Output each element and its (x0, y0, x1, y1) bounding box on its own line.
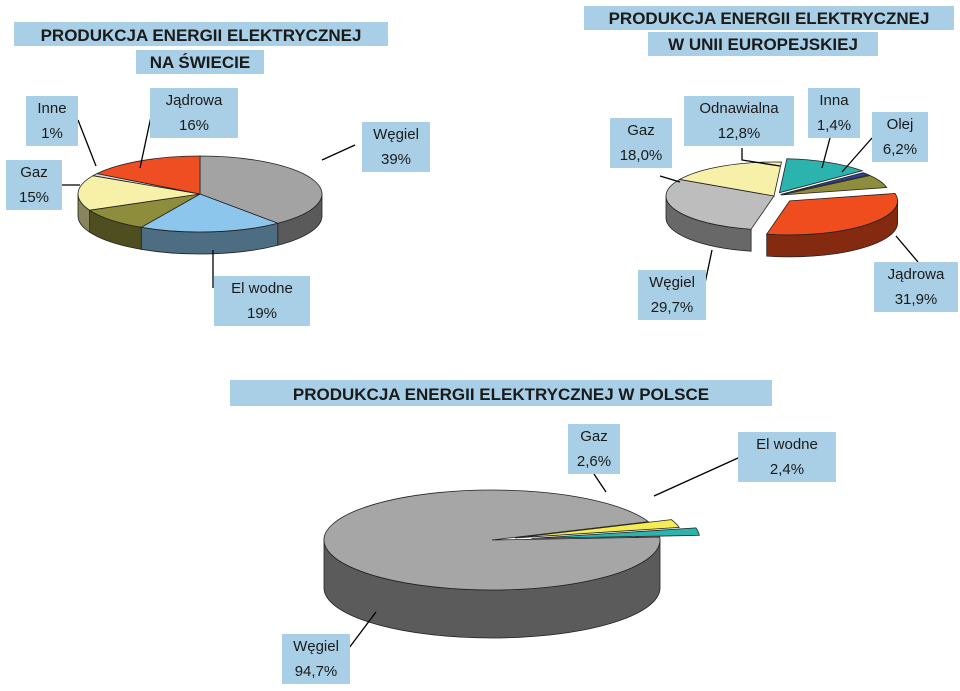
eu-leader-olej (841, 137, 873, 173)
world-label-gaz-name: Gaz (20, 164, 48, 181)
world-label-wegiel-bg (362, 122, 430, 172)
world-subtitle: NA ŚWIECIE (150, 53, 250, 72)
pl-label-elwodne-name: El wodne (756, 436, 818, 453)
chart-eu: PRODUKCJA ENERGII ELEKTRYCZNEJ W UNII EU… (584, 6, 958, 320)
pie-eu-slice-3 (778, 158, 864, 194)
pie-world-slice-1 (140, 193, 280, 233)
pie-eu-slice-5 (781, 175, 888, 196)
pl-label-gaz-bg (568, 424, 620, 474)
pl-label-elwodne-bg (738, 432, 836, 482)
eu-label-inna-value: 1,4% (817, 117, 851, 134)
pl-leader-gaz (593, 473, 607, 493)
eu-label-olej-value: 6,2% (883, 141, 917, 158)
pie-world (77, 155, 323, 255)
pl-title-bg (230, 380, 772, 406)
world-label-inne-name: Inne (37, 100, 66, 117)
pie-eu (665, 158, 899, 258)
eu-label-odnawialna-bg (684, 96, 794, 146)
eu-label-odnawialna-name: Odnawialna (699, 100, 779, 117)
pl-label-gaz-value: 2,6% (577, 453, 611, 470)
world-label-jadrowa-name: Jądrowa (166, 92, 223, 109)
eu-title: PRODUKCJA ENERGII ELEKTRYCZNEJ (609, 9, 930, 28)
pie-pl-slice-1 (514, 519, 680, 539)
pie-poland (323, 489, 700, 639)
world-label-wegiel-value: 39% (381, 151, 411, 168)
eu-label-jadrowa-value: 31,9% (895, 291, 938, 308)
eu-subtitle-bg (648, 32, 878, 56)
pl-leader-elwodne (653, 457, 739, 497)
world-label-wegiel-name: Węgiel (373, 126, 419, 143)
world-label-gaz-value: 15% (19, 189, 49, 206)
eu-label-gaz-bg (610, 118, 672, 168)
eu-label-olej-name: Olej (887, 116, 914, 133)
chart-poland: PRODUKCJA ENERGII ELEKTRYCZNEJ W POLSCE … (230, 380, 836, 684)
eu-label-wegiel-bg (638, 270, 706, 320)
pl-title: PRODUKCJA ENERGII ELEKTRYCZNEJ W POLSCE (293, 385, 709, 404)
world-leader-wegiel (321, 144, 356, 161)
pie-pl-slice-0 (323, 489, 661, 591)
world-label-elwodne-bg (214, 276, 310, 326)
pie-world-slice-2 (88, 193, 201, 228)
eu-label-gaz-name: Gaz (627, 122, 655, 139)
pl-label-wegiel-name: Węgiel (293, 638, 339, 655)
eu-title-bg (584, 6, 954, 30)
pie-world-slice-0 (199, 155, 323, 224)
pl-label-gaz-name: Gaz (580, 428, 608, 445)
eu-leader-gaz (659, 175, 681, 183)
eu-label-jadrowa-name: Jądrowa (888, 266, 945, 283)
pl-leader-wegiel (345, 611, 377, 653)
pie-eu-slice-4 (780, 172, 871, 195)
eu-leader-odnawialna (741, 148, 781, 167)
eu-subtitle: W UNII EUROPEJSKIEJ (668, 35, 858, 54)
pie-eu-slice-2 (678, 161, 782, 197)
world-label-inne-bg (26, 96, 78, 146)
world-subtitle-bg (136, 50, 264, 74)
world-label-jadrowa-value: 16% (179, 117, 209, 134)
pie-pl-slice-2 (531, 527, 700, 539)
world-label-inne-value: 1% (41, 125, 63, 142)
world-leader-inne (77, 119, 97, 167)
eu-label-inna-bg (808, 88, 860, 138)
pl-label-elwodne-value: 2,4% (770, 461, 804, 478)
pie-eu-slice-1 (665, 179, 775, 230)
world-label-gaz-bg (6, 160, 62, 210)
pl-label-wegiel-bg (282, 634, 350, 684)
eu-label-wegiel-name: Węgiel (649, 274, 695, 291)
eu-leader-inna (821, 137, 831, 169)
eu-label-wegiel-value: 29,7% (651, 299, 694, 316)
pie-eu-slice-0 (765, 193, 898, 236)
eu-label-olej-bg (872, 112, 928, 162)
pl-label-wegiel-value: 94,7% (295, 663, 338, 680)
world-title-bg (14, 22, 388, 46)
pie-world-slice-3 (77, 175, 201, 211)
world-label-elwodne-name: El wodne (231, 280, 293, 297)
eu-label-inna-name: Inna (819, 92, 849, 109)
world-label-elwodne-value: 19% (247, 305, 277, 322)
world-title: PRODUKCJA ENERGII ELEKTRYCZNEJ (41, 26, 362, 45)
eu-label-odnawialna-value: 12,8% (718, 125, 761, 142)
chart-world: PRODUKCJA ENERGII ELEKTRYCZNEJ NA ŚWIECI… (6, 22, 430, 326)
eu-leader-jadrowa (895, 235, 919, 263)
world-label-jadrowa-bg (150, 88, 238, 138)
eu-label-jadrowa-bg (874, 262, 958, 312)
eu-label-gaz-value: 18,0% (620, 147, 663, 164)
